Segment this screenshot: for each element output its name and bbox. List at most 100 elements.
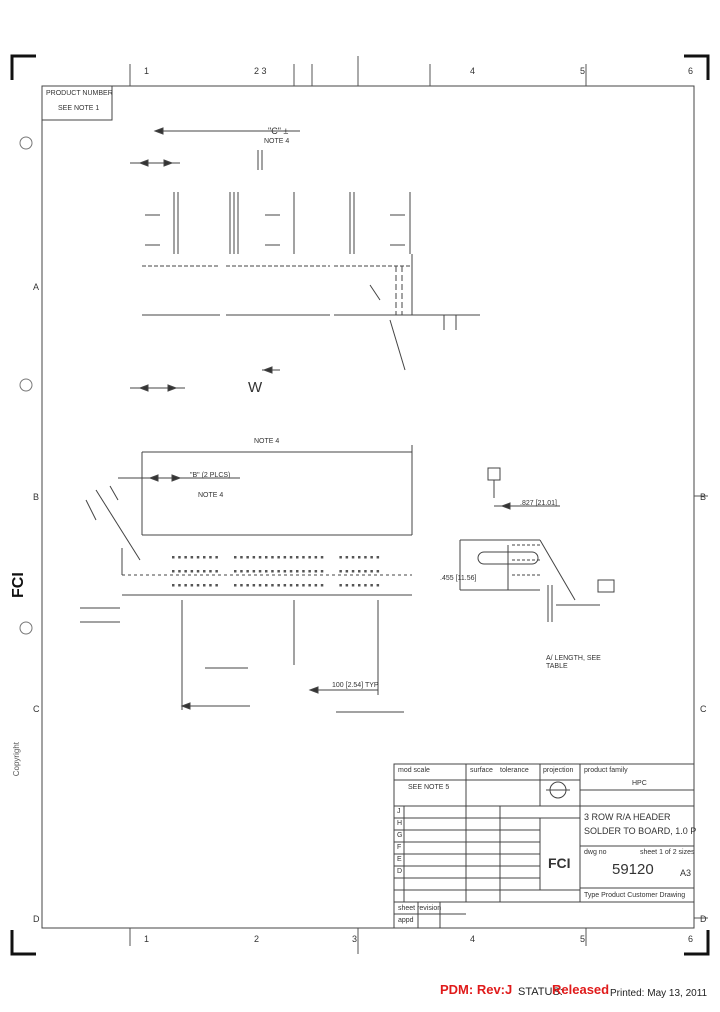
copyright-text: Copyright — [12, 742, 21, 777]
zone-number-top-1: 1 — [144, 66, 150, 76]
pin-dot — [376, 556, 380, 559]
pin-dot — [265, 556, 268, 559]
drawing-border — [41, 85, 695, 929]
pin-dot — [271, 570, 274, 573]
pin-dot — [209, 584, 212, 587]
status-value: Released — [552, 982, 610, 997]
pin-dot — [351, 556, 355, 559]
zone-ticks — [129, 56, 708, 954]
pin-dot — [376, 570, 380, 573]
zone-number-bottom-3: 3 — [352, 934, 358, 944]
zone-number-top-5: 5 — [580, 66, 586, 76]
dim-455-label: .455 [11.56] — [440, 575, 477, 582]
pin-dot — [370, 584, 373, 587]
pin-dot — [172, 584, 175, 587]
pin-dot — [252, 584, 256, 587]
pin-dot — [172, 570, 175, 573]
pin-dot — [308, 584, 311, 587]
pin-dot — [258, 584, 262, 587]
pin-dot — [283, 584, 287, 587]
pin-dot — [196, 570, 200, 573]
pin-dot — [308, 556, 311, 559]
zone-letter-right-c: C — [700, 704, 707, 714]
pin-dot — [364, 584, 367, 587]
zone-number-bottom-1: 1 — [144, 934, 150, 944]
pin-dot — [364, 570, 367, 573]
tb-see-note: SEE NOTE 5 — [408, 784, 450, 791]
tb-approval: appd — [398, 917, 414, 924]
pin-dot — [258, 556, 262, 559]
pin-dot — [240, 556, 243, 559]
pin-dot — [178, 570, 181, 573]
pin-dot — [178, 584, 181, 587]
pin-dot — [271, 584, 274, 587]
pin-dot — [184, 584, 187, 587]
corner-marks — [10, 54, 710, 956]
pin-dot — [351, 570, 355, 573]
tb-projection: projection — [543, 767, 574, 774]
dim-w-label: W — [248, 379, 263, 396]
pin-dot — [320, 570, 324, 573]
pin-dot — [209, 570, 212, 573]
printed-date: Printed: May 13, 2011 — [610, 988, 708, 999]
rev-row-letter: F — [397, 844, 402, 851]
registration-circles — [19, 136, 33, 635]
fci-side-logo: FCI — [8, 532, 34, 602]
pin-dot — [184, 556, 187, 559]
rev-row-letter: D — [397, 868, 403, 875]
pin-dot — [345, 570, 349, 573]
pitch-label: 100 [2.54] TYP — [332, 682, 379, 689]
see-table-label: A/ LENGTH, SEE TABLE — [546, 655, 601, 670]
zone-number-top-2: 2 3 — [254, 66, 267, 76]
dim-ref-label: .827 [21.01] — [520, 500, 557, 507]
pin-dot — [203, 556, 206, 559]
tb-sheet-label: sheet 1 of 2 sizes — [640, 849, 695, 856]
zone-number-top-6: 6 — [688, 66, 694, 76]
product-number-note: SEE NOTE 1 — [58, 105, 100, 112]
tb-family-value: HPC — [632, 780, 647, 787]
pin-dot — [258, 570, 262, 573]
pin-dot — [296, 570, 299, 573]
pin-dot — [289, 570, 293, 573]
tb-product-family: product family — [584, 767, 628, 774]
pin-dot — [308, 570, 311, 573]
pin-dot — [196, 556, 200, 559]
pin-dot — [289, 556, 293, 559]
pin-dot — [296, 556, 299, 559]
pin-dot — [215, 556, 218, 559]
pin-dot — [314, 584, 318, 587]
tb-surface: surface — [470, 767, 493, 774]
pin-dot — [265, 584, 268, 587]
pin-dot — [172, 556, 175, 559]
tb-rev-letter: A3 — [680, 868, 692, 878]
zone-number-top-4: 4 — [470, 66, 476, 76]
pin-dot — [234, 570, 237, 573]
zone-number-bottom-6: 6 — [688, 934, 694, 944]
pin-dot — [184, 570, 187, 573]
pin-dot — [351, 584, 355, 587]
pin-rows — [172, 556, 380, 587]
product-number-label: PRODUCT NUMBER — [46, 90, 113, 97]
dim-b-label: "B" (2 PLCS) — [190, 472, 231, 479]
pin-dot — [364, 556, 367, 559]
pin-dot — [370, 570, 373, 573]
pin-dot — [196, 584, 200, 587]
pin-dot — [339, 584, 342, 587]
pin-dot — [190, 584, 194, 587]
zone-letter-right-d: D — [700, 914, 707, 924]
pin-dot — [358, 556, 361, 559]
pin-dot — [302, 584, 305, 587]
tb-title-line2: SOLDER TO BOARD, 1.0 P — [584, 826, 697, 836]
zone-number-bottom-2: 2 — [254, 934, 260, 944]
zone-number-bottom-5: 5 — [580, 934, 586, 944]
pin-dot — [203, 584, 206, 587]
zone-letter-left-a: A — [33, 282, 40, 292]
pin-dot — [209, 556, 212, 559]
zone-letter-left-c: C — [33, 704, 40, 714]
zone-letter-right-b: B — [700, 492, 707, 502]
pin-dot — [370, 556, 373, 559]
pdm-revision: PDM: Rev:J — [440, 982, 513, 997]
pin-dot — [240, 570, 243, 573]
tb-doc-type: Type Product Customer Drawing — [584, 892, 686, 899]
